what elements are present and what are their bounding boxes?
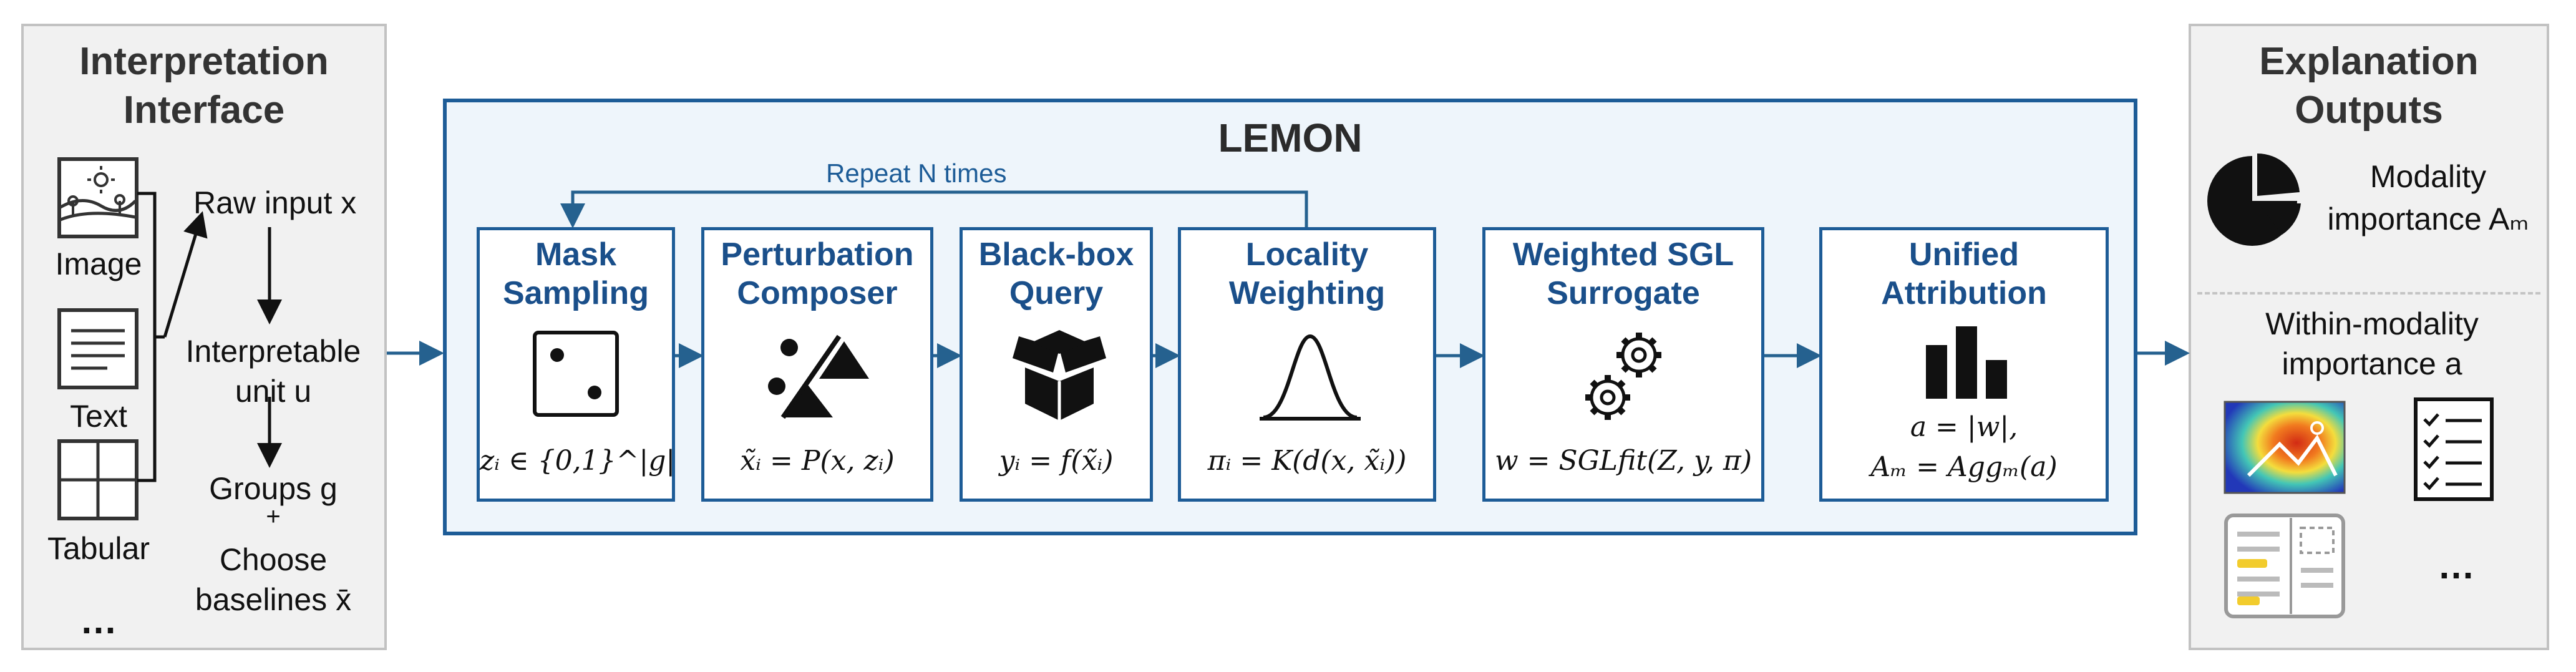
perturbation-composer-stage: Perturbation Composer x̃ᵢ = P(x, zᵢ) [701, 227, 933, 502]
landscape-image-icon [57, 157, 139, 238]
stage-title-line1: Unified [1908, 236, 2019, 273]
interpretable-unit-line1: Interpretable [185, 334, 361, 369]
plus-sign: + [266, 503, 281, 530]
gears-icon [1585, 333, 1661, 420]
stage-title-line1: Mask [535, 236, 617, 273]
unified-attribution-stage: Unified Attribution a = |w|, Aₘ = Aggₘ(a… [1819, 227, 2109, 502]
lemon-title: LEMON [1218, 115, 1363, 160]
within-modality-line2: importance a [2282, 346, 2462, 381]
weighted-sgl-surrogate-stage: Weighted SGL Surrogate w = SGLfit(Z, y, … [1482, 227, 1764, 502]
stage-formula: w = SGLfit(Z, y, π) [1494, 445, 1752, 477]
right-title-line1: Explanation [2259, 40, 2479, 83]
modality-image-label: Image [55, 246, 142, 281]
stage-formula: x̃ᵢ = P(x, zᵢ) [740, 445, 895, 477]
lemon-pipeline-panel: LEMON Repeat N times Mask Sampling zᵢ ∈ … [443, 99, 2137, 535]
bar-chart-icon [1926, 326, 2007, 399]
stage-formula-line1: a = |w|, [1910, 411, 2018, 443]
repeat-loop-label: Repeat N times [826, 158, 1007, 188]
pie-chart-icon [2207, 153, 2301, 246]
raw-input-label: Raw input x [193, 185, 357, 220]
stage-title-line2: Composer [737, 275, 898, 311]
stage-title-line1: Locality [1245, 236, 1369, 273]
stage-title-line2: Weighting [1228, 275, 1386, 311]
interpretable-unit-line2: unit u [235, 374, 312, 409]
explanation-outputs-panel: Explanation Outputs Modality importance … [2189, 24, 2549, 650]
stage-title-line2: Sampling [502, 275, 649, 311]
dice-icon [533, 331, 619, 417]
within-modality-line1: Within-modality [2265, 306, 2479, 341]
baselines-label: baselines x̄ [195, 582, 352, 617]
stage-formula: πᵢ = K(d(x, x̃ᵢ)) [1207, 445, 1407, 477]
modality-more-ellipsis: … [80, 600, 117, 641]
stage-title-line1: Perturbation [721, 236, 914, 273]
stage-title-line1: Weighted SGL [1512, 236, 1734, 273]
open-box-icon [1013, 330, 1106, 421]
groups-label: Groups g [209, 471, 338, 506]
mask-sampling-stage: Mask Sampling zᵢ ∈ {0,1}^|g| [477, 227, 675, 502]
tabular-form-highlight-icon [2224, 514, 2345, 618]
bell-curve-icon [1260, 334, 1361, 421]
checklist-icon [2414, 397, 2494, 501]
right-title-line2: Outputs [2295, 89, 2443, 132]
left-title-line1: Interpretation [79, 40, 329, 83]
stage-title-line2: Attribution [1881, 275, 2047, 311]
stage-title-line2: Query [1009, 275, 1104, 311]
black-box-query-stage: Black-box Query yᵢ = f(x̃ᵢ) [960, 227, 1153, 502]
section-divider [2197, 292, 2540, 295]
left-title-line2: Interface [123, 89, 285, 132]
modality-bracket [137, 192, 208, 482]
outputs-more-ellipsis: … [2437, 545, 2475, 587]
document-text-icon [57, 308, 139, 389]
modality-importance-line2: importance Aₘ [2327, 202, 2529, 236]
modality-importance-line1: Modality [2369, 159, 2487, 194]
heatmap-image-icon [2224, 401, 2346, 494]
modality-tabular-label: Tabular [47, 531, 150, 566]
stage-formula-line2: Aₘ = Aggₘ(a) [1870, 451, 2058, 483]
repeat-loop-arrow [560, 190, 1308, 228]
table-grid-icon [57, 439, 139, 520]
stage-formula: zᵢ ∈ {0,1}^|g| [480, 445, 676, 477]
stage-formula: yᵢ = f(x̃ᵢ) [999, 445, 1114, 477]
modality-text-label: Text [70, 399, 127, 434]
interpretation-interface-panel: Interpretation Interface Image Text Tabu… [21, 24, 387, 650]
stage-title-line2: Surrogate [1547, 275, 1700, 311]
shapes-icon [768, 334, 869, 419]
stage-title-line1: Black-box [978, 236, 1134, 273]
choose-label: Choose [219, 542, 328, 577]
